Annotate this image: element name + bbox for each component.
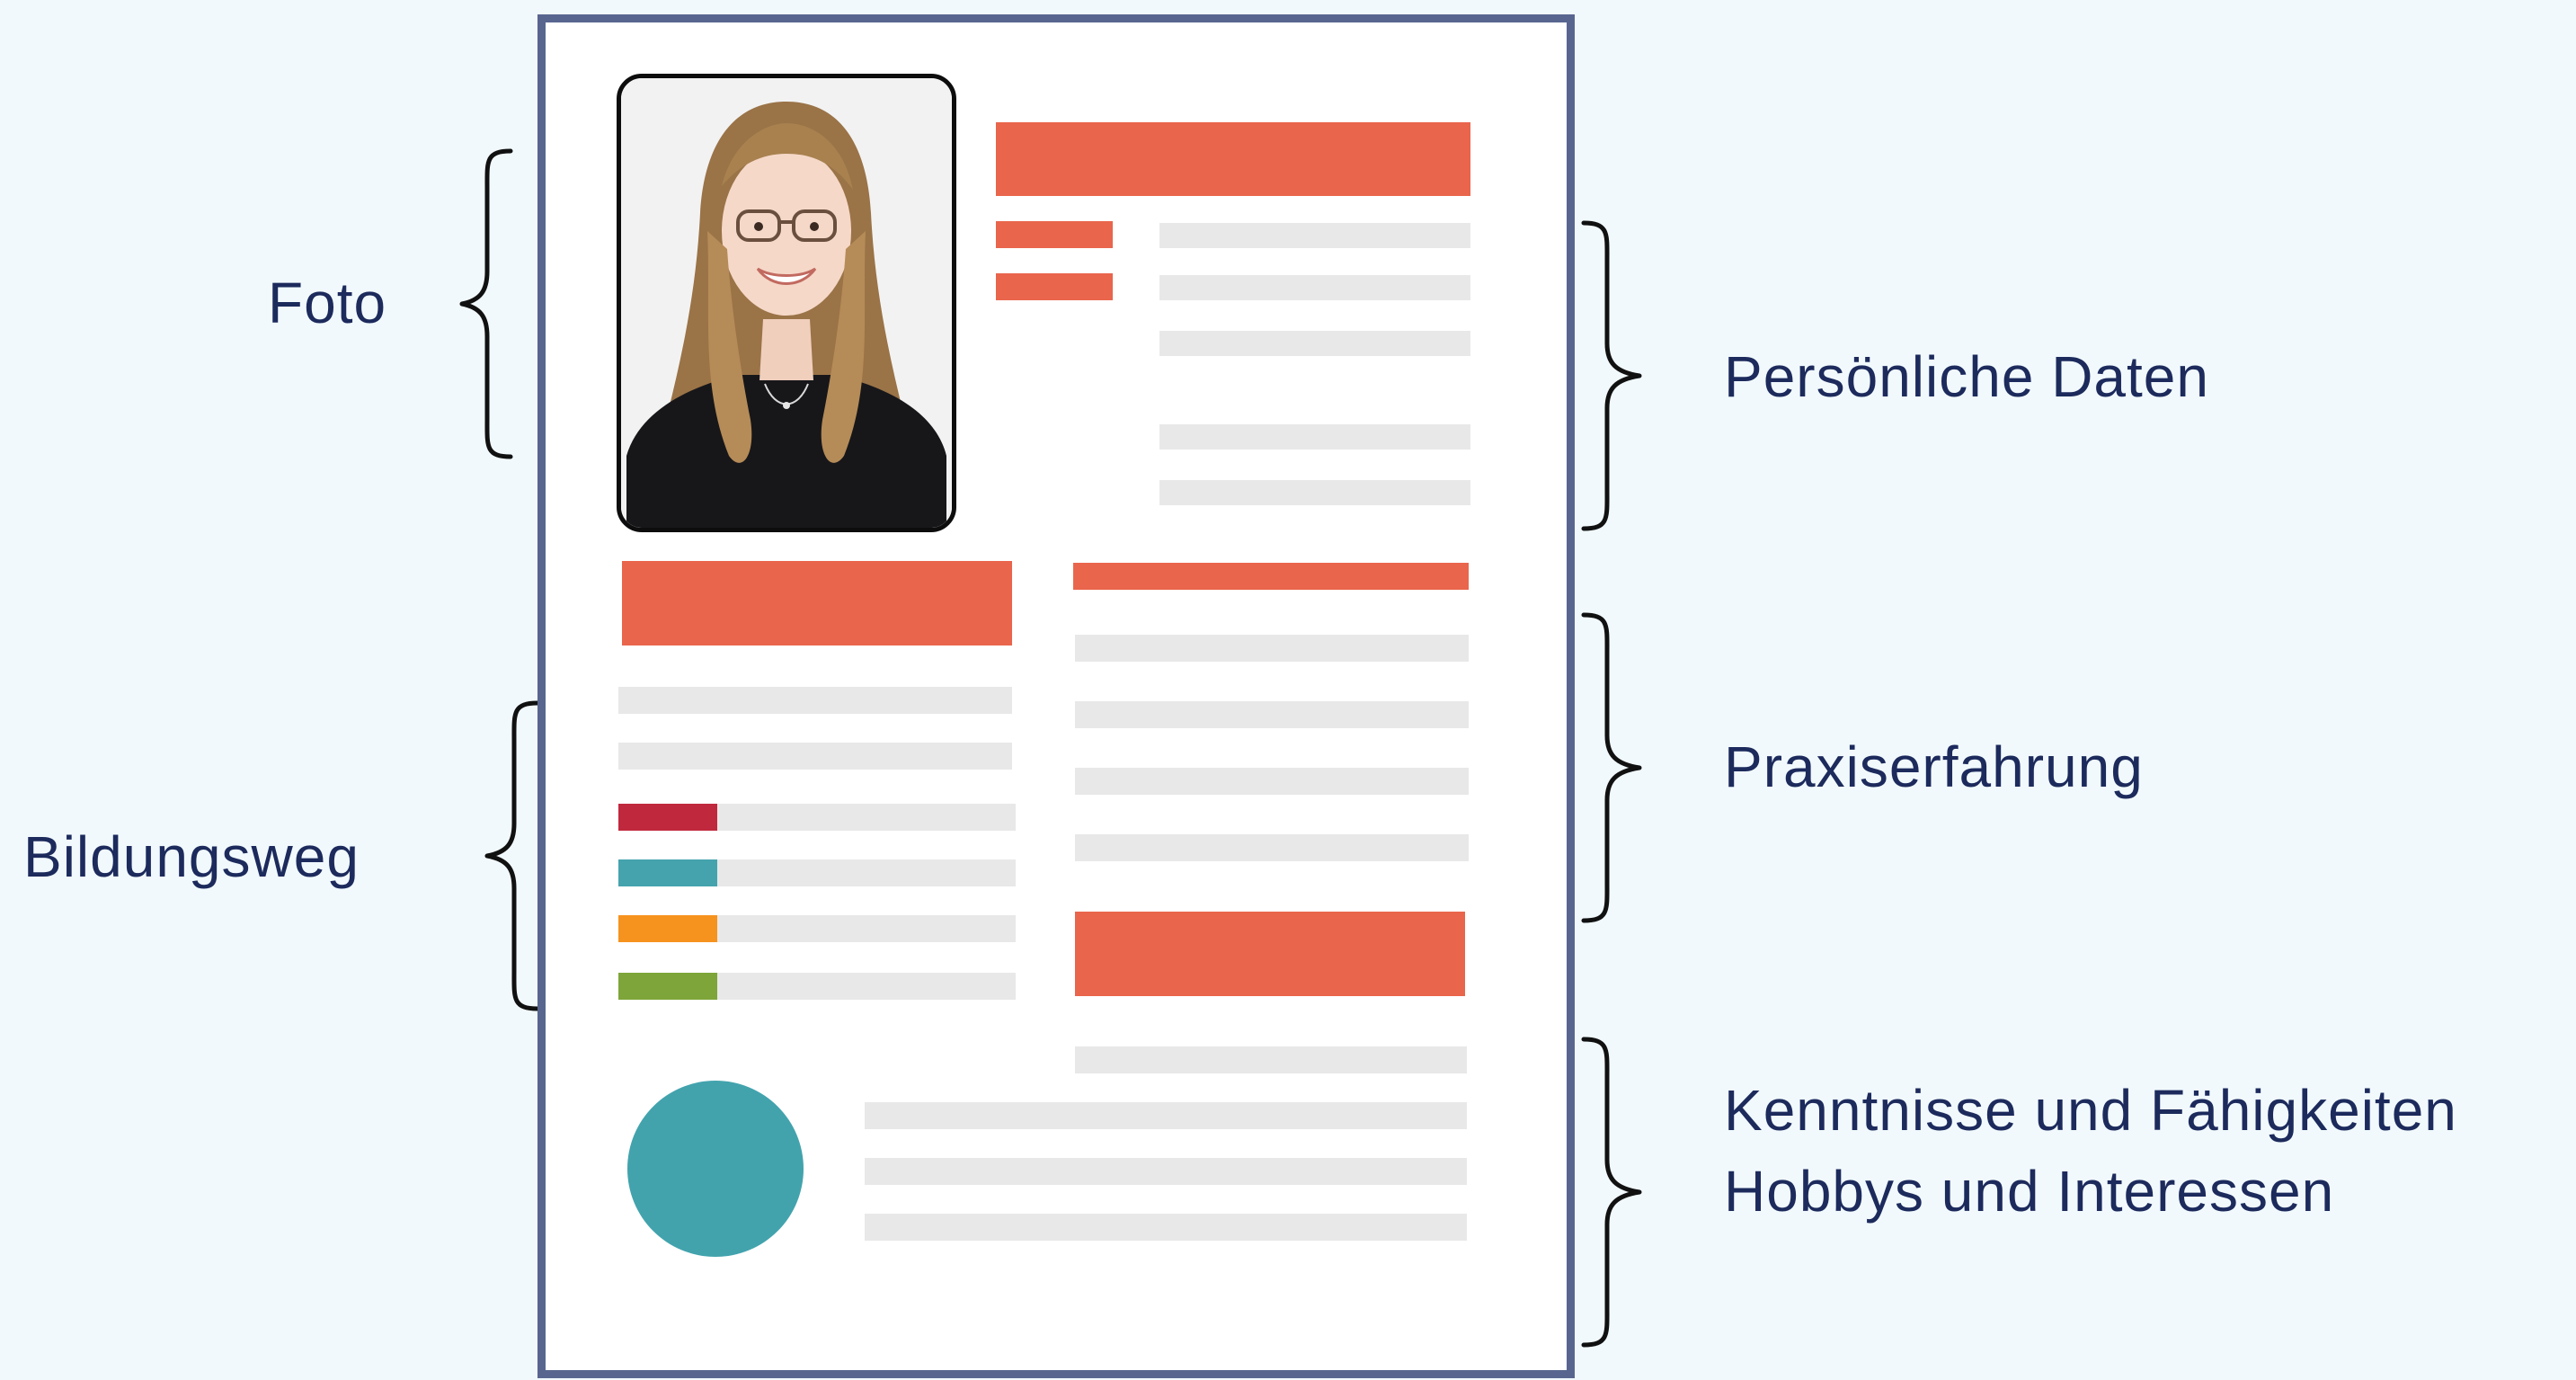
label-foto: Foto xyxy=(268,271,387,335)
personal-data-line xyxy=(1159,275,1470,300)
skills-header-bar xyxy=(1075,912,1465,996)
data-label-bar-1 xyxy=(996,221,1113,248)
skill-fill-teal xyxy=(618,859,717,886)
label-bildungsweg: Bildungsweg xyxy=(23,824,360,889)
brace-persoenliche-daten xyxy=(1581,220,1642,531)
education-header-bar xyxy=(622,561,1012,645)
hobby-line xyxy=(865,1214,1467,1241)
skills-line xyxy=(1075,1046,1467,1073)
experience-header-bar xyxy=(1073,563,1469,590)
label-kenntnisse: Kenntnisse und Fähigkeiten xyxy=(1724,1078,2457,1143)
data-label-bar-2 xyxy=(996,273,1113,300)
brace-foto xyxy=(459,148,513,459)
hobby-line xyxy=(865,1102,1467,1129)
label-hobbys: Hobbys und Interessen xyxy=(1724,1159,2335,1224)
brace-praxiserfahrung xyxy=(1581,612,1642,923)
hobby-line xyxy=(865,1158,1467,1185)
brace-bildungsweg xyxy=(484,700,540,1011)
personal-data-line xyxy=(1159,223,1470,248)
education-line xyxy=(618,687,1012,714)
experience-line xyxy=(1075,768,1469,795)
label-persoenliche-daten: Persönliche Daten xyxy=(1724,344,2209,409)
brace-kenntnisse-hobbys xyxy=(1581,1037,1642,1348)
skill-fill-orange xyxy=(618,915,717,942)
teal-circle xyxy=(627,1081,804,1257)
experience-line xyxy=(1075,834,1469,861)
experience-line xyxy=(1075,635,1469,662)
education-line xyxy=(618,743,1012,770)
personal-data-line xyxy=(1159,424,1470,450)
skill-fill-red xyxy=(618,804,717,831)
skill-fill-green xyxy=(618,973,717,1000)
name-header-bar xyxy=(996,122,1470,196)
personal-data-line xyxy=(1159,480,1470,505)
label-praxiserfahrung: Praxiserfahrung xyxy=(1724,735,2144,799)
experience-line xyxy=(1075,701,1469,728)
portrait-photo xyxy=(617,74,956,532)
personal-data-line xyxy=(1159,331,1470,356)
